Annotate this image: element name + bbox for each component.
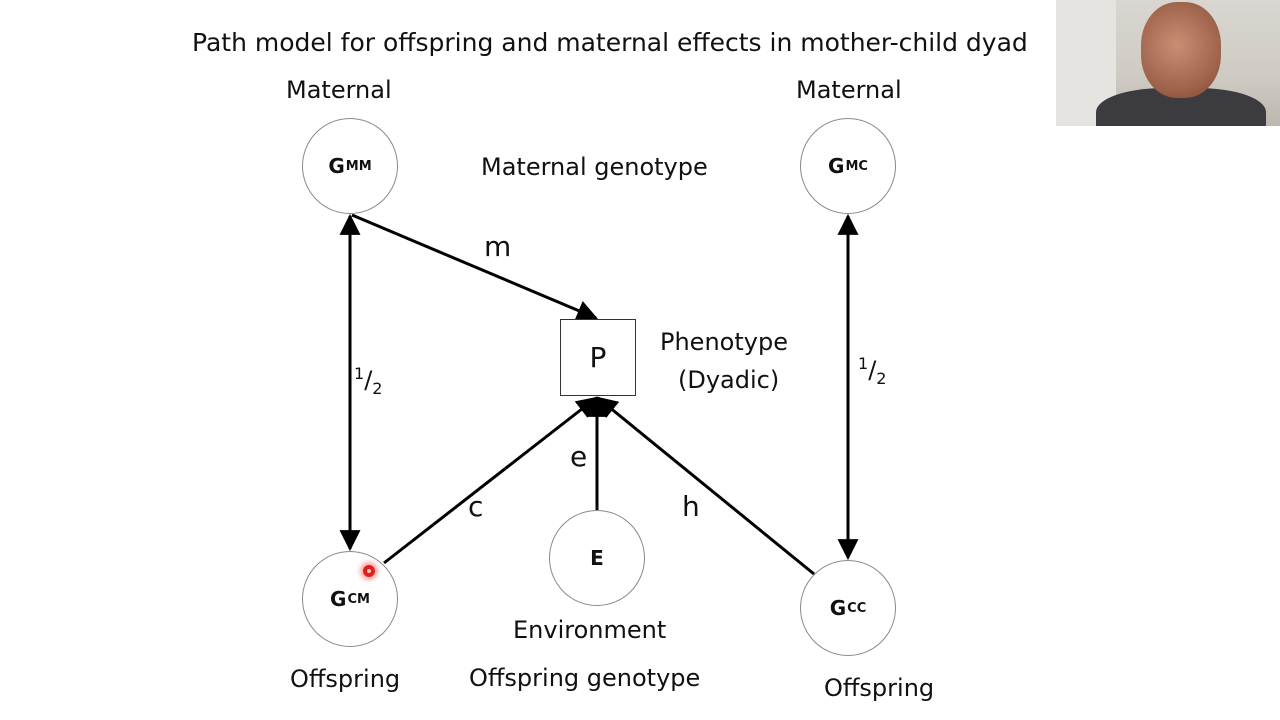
label-maternal-genotype: Maternal genotype [481, 153, 708, 181]
node-gcm-base: G [330, 587, 346, 611]
presenter-webcam-icon [1056, 0, 1280, 126]
label-phenotype: Phenotype [660, 328, 788, 356]
node-p: P [560, 319, 636, 396]
path-coef-c: c [468, 490, 483, 523]
label-dyadic: (Dyadic) [678, 366, 779, 394]
label-offspring-left: Offspring [290, 665, 400, 693]
laser-pointer-icon [363, 565, 375, 577]
node-gmc-base: G [828, 154, 844, 178]
node-p-label: P [590, 341, 607, 374]
path-coef-half-right: 1/2 [858, 354, 886, 388]
label-maternal-left: Maternal [286, 76, 392, 104]
webcam-presenter-head [1141, 2, 1221, 98]
node-gcc-sub: CC [847, 601, 866, 616]
half-left-num: 1 [354, 364, 364, 383]
path-coef-half-left: 1/2 [354, 364, 382, 398]
node-gmc-sub: MC [845, 159, 867, 174]
node-gmm-base: G [328, 154, 344, 178]
node-gcc-base: G [830, 596, 846, 620]
path-coef-m: m [484, 230, 511, 263]
node-e: E [549, 510, 645, 606]
node-gcm-sub: CM [347, 592, 369, 607]
label-maternal-right: Maternal [796, 76, 902, 104]
label-environment: Environment [513, 616, 666, 644]
half-right-den: 2 [876, 369, 886, 388]
node-e-base: E [590, 546, 604, 570]
path-coef-e: e [570, 440, 587, 473]
edge-gmm-p [352, 215, 596, 318]
node-gmm-sub: MM [346, 159, 372, 174]
half-left-den: 2 [372, 379, 382, 398]
label-offspring-right: Offspring [824, 674, 934, 702]
half-right-num: 1 [858, 354, 868, 373]
label-offspring-genotype: Offspring genotype [469, 664, 700, 692]
path-coef-h: h [682, 490, 700, 523]
